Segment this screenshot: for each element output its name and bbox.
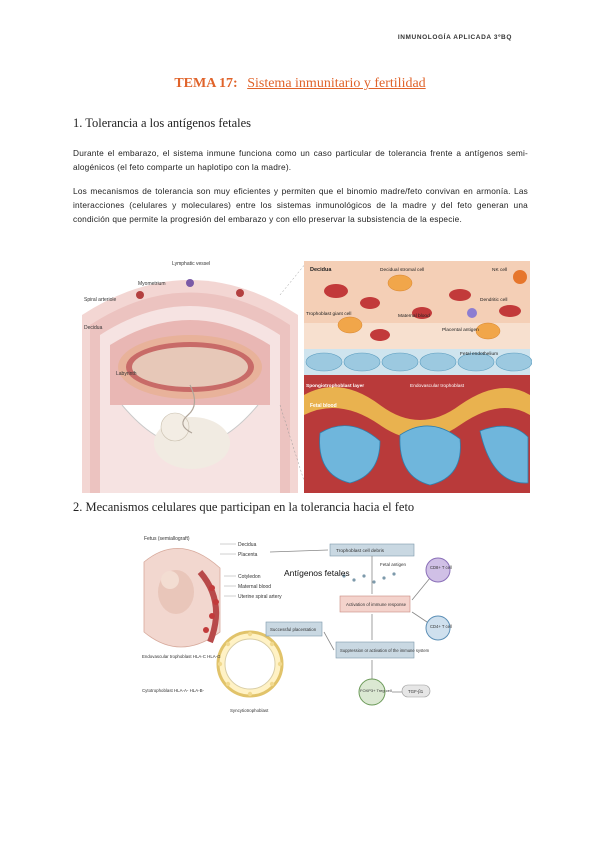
fig2-box-successful-placentation: Successful placentation <box>270 627 317 632</box>
fig1-label-decidua-right: Decidua <box>310 267 332 273</box>
section2-heading: 2. Mecanismos celulares que participan e… <box>73 500 415 514</box>
page-header: INMUNOLOGÍA APLICADA 3ºBQ <box>397 34 512 41</box>
fig1-label-fetal-endothelium: Fetal endothelium <box>460 351 498 357</box>
fig2-label-fetal-antigen: Fetal antigen <box>380 562 407 567</box>
fig2-box-suppression: Suppression or activation of the immune … <box>340 648 430 653</box>
fig1-label-spiral-arteriole: Spiral arteriole <box>84 297 116 303</box>
section1-paragraph-2: Los mecanismos de tolerancia son muy efi… <box>73 186 528 224</box>
fig2-label-placenta: Placenta <box>238 552 258 558</box>
fig2-label-fetus: Fetus (semiallograft) <box>144 536 190 542</box>
fig1-label-trophoblast-giant-cell: Trophoblast giant cell <box>306 311 351 317</box>
fig2-label-endovascular-trophoblast: Endovascular trophoblast HLA-C HLA-G <box>142 654 221 659</box>
figure-tolerance-mechanisms: Fetus (semiallograft) Decidua Placenta C… <box>140 532 460 720</box>
section1-paragraph-1: Durante el embarazo, el sistema inmune f… <box>73 148 528 172</box>
fig1-label-lymphatic-vessel: Lymphatic vessel <box>172 261 210 267</box>
fig2-cell-cd4: CD4+ T cell <box>430 624 452 629</box>
fig1-label-fetal-blood: Fetal blood <box>310 403 337 409</box>
fig1-label-maternal-blood: Maternal blood <box>398 313 430 319</box>
fig2-box-trophoblast-debris: Trophoblast cell debris <box>336 548 385 554</box>
fig1-label-labyrinth: Labyrinth <box>116 371 137 377</box>
fig2-cell-cd8: CD8+ T cell <box>430 565 452 570</box>
fig1-label-myometrium: Myometrium <box>138 281 166 287</box>
section1-heading: 1. Tolerancia a los antígenos fetales <box>73 116 251 130</box>
fig1-label-placental-antigen: Placental antigen <box>442 327 479 333</box>
fig1-label-decidual-stromal-cell: Decidual stromal cell <box>380 267 424 273</box>
fig2-label-syncytiotrophoblast: Syncytiotrophoblast <box>230 708 269 713</box>
fig2-cell-treg: FOXP3+ Treg cell <box>360 688 392 693</box>
fig2-label-cotyledon: Cotyledon <box>238 574 261 580</box>
fig2-label-tgfb1: TGF-β1 <box>408 689 424 694</box>
page-title: TEMA 17: Sistema inmunitario y fertilida… <box>0 76 600 92</box>
fig2-label-cytotrophoblast: Cytotrophoblast HLA-A- HLA-B- <box>142 688 205 693</box>
figure-maternal-fetal-interface: Lymphatic vessel Myometrium Spiral arter… <box>80 255 532 493</box>
fig1-label-endovascular-trophoblast: Endovascular trophoblast <box>410 383 465 389</box>
fig2-label-uterine-spiral-artery: Uterine spiral artery <box>238 594 282 600</box>
fig1-label-spongiotrophoblast-layer: Spongiotrophoblast layer <box>306 383 364 389</box>
title-subject: Sistema inmunitario y fertilidad <box>247 76 426 91</box>
fig1-label-dendritic-cell: Dendritic cell <box>480 297 507 303</box>
fig2-label-decidua: Decidua <box>238 542 257 548</box>
fig2-overlay-label: Antígenos fetales <box>284 568 350 578</box>
title-prefix: TEMA 17: <box>174 76 238 91</box>
fig2-label-maternal-blood: Maternal blood <box>238 584 271 590</box>
fig1-label-decidua-left: Decidua <box>84 325 103 331</box>
fig1-label-nk-cell: NK cell <box>492 267 507 273</box>
fig2-box-activation: Activation of immune response <box>346 602 407 607</box>
